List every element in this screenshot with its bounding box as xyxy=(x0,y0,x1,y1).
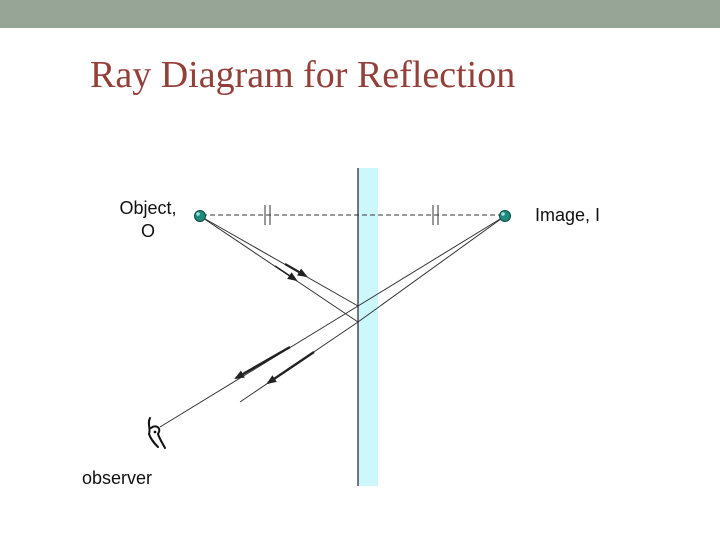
incident-ray-upper xyxy=(199,215,359,307)
equal-distance-tick-left xyxy=(264,205,271,225)
image-point xyxy=(499,210,511,222)
reflected-arrow-lower xyxy=(266,351,315,385)
observer-label: observer xyxy=(82,468,153,488)
object-label: Object, O xyxy=(100,197,196,244)
slide-title: Ray Diagram for Reflection xyxy=(90,54,516,96)
equal-distance-tick-right xyxy=(432,205,439,225)
reflected-arrow-upper xyxy=(234,345,291,380)
object-label-line1: Object, xyxy=(119,198,177,218)
object-point xyxy=(194,210,206,222)
incident-arrow-lower xyxy=(274,265,298,282)
sight-line-lower xyxy=(357,215,506,323)
sight-line-upper xyxy=(357,215,506,307)
object-label-line2: O xyxy=(140,221,155,242)
reflected-ray-upper xyxy=(159,305,359,428)
incident-arrow-upper xyxy=(284,263,308,277)
observer-eye-icon xyxy=(147,417,166,449)
mirror xyxy=(358,168,378,486)
top-bar xyxy=(0,0,720,28)
image-label: Image, I xyxy=(535,205,601,225)
